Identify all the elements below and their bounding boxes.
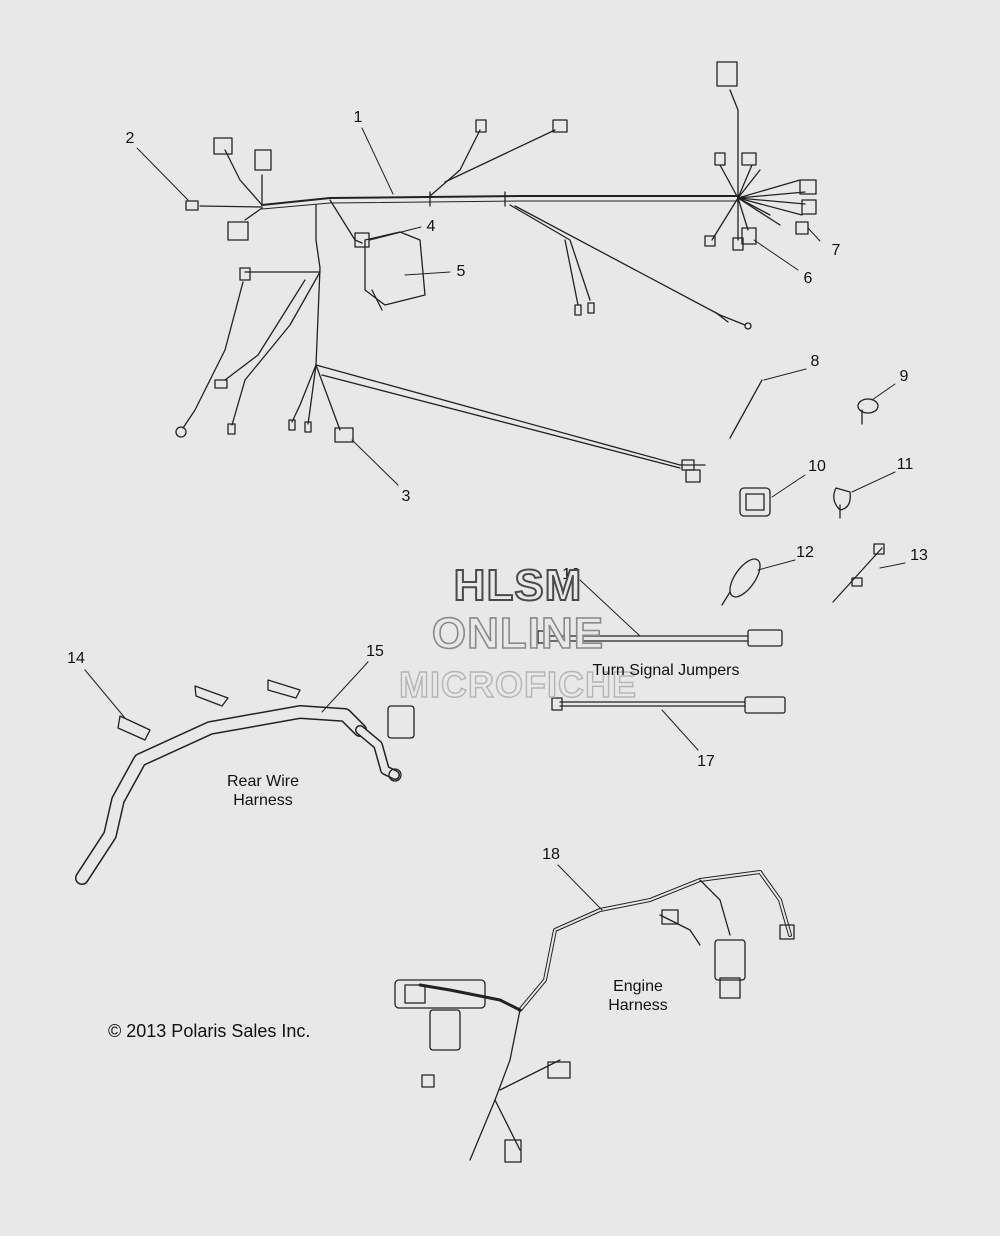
engine-harness-caption-line1: Engine xyxy=(613,978,663,995)
callout-3: 3 xyxy=(401,488,411,505)
part-13-drawing xyxy=(832,543,885,603)
part-9-drawing xyxy=(857,398,879,425)
callout-16: 16 xyxy=(562,566,580,583)
callout-11: 11 xyxy=(896,456,914,473)
callout-2: 2 xyxy=(125,130,135,147)
part-12-drawing xyxy=(721,558,761,606)
callout-1: 1 xyxy=(353,109,363,126)
callout-15: 15 xyxy=(366,643,384,660)
callout-9: 9 xyxy=(899,368,909,385)
callout-13: 13 xyxy=(910,547,928,564)
part-14-drawing xyxy=(117,679,301,741)
watermark-line-1: HLSM xyxy=(453,560,583,611)
watermark-line-3: MICROFICHE xyxy=(398,663,637,705)
callout-10: 10 xyxy=(808,458,826,475)
callout-18: 18 xyxy=(542,846,560,863)
engine-harness-caption-line2: Harness xyxy=(608,997,668,1014)
engine-harness-drawing xyxy=(394,870,795,1163)
callout-12: 12 xyxy=(796,544,814,561)
rear-harness-caption-line2: Harness xyxy=(233,792,293,809)
callout-4: 4 xyxy=(426,218,436,235)
watermark-line-2: ONLINE xyxy=(431,608,605,659)
part-11-drawing xyxy=(833,487,851,519)
rear-harness-caption: Rear Wire Harness xyxy=(227,772,299,810)
callout-7: 7 xyxy=(831,242,841,259)
callout-5: 5 xyxy=(456,263,466,280)
rear-harness-drawing xyxy=(75,705,415,885)
part-8-drawing xyxy=(729,379,763,439)
callout-17: 17 xyxy=(697,753,715,770)
main-harness-drawing xyxy=(175,61,817,483)
rear-harness-caption-line1: Rear Wire xyxy=(226,773,300,790)
part-10-drawing xyxy=(739,487,771,517)
callout-8: 8 xyxy=(810,353,820,370)
part-17-drawing xyxy=(551,696,786,714)
callout-6: 6 xyxy=(803,270,813,287)
copyright-text: © 2013 Polaris Sales Inc. xyxy=(108,1021,311,1041)
engine-harness-caption: Engine Harness xyxy=(608,977,668,1015)
callout-14: 14 xyxy=(67,650,85,667)
part-16-drawing xyxy=(537,629,783,647)
leader-lines xyxy=(84,127,906,911)
turn-signal-caption: Turn Signal Jumpers xyxy=(592,662,740,679)
